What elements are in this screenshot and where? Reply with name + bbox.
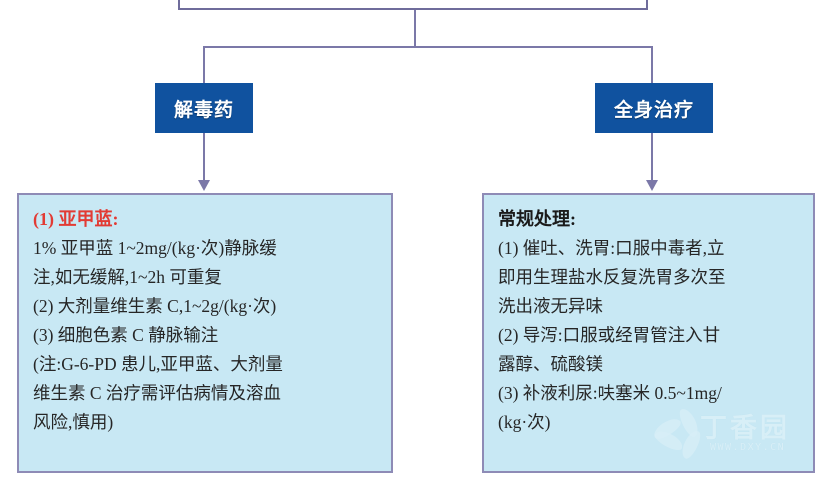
branch-node-systemic-label: 全身治疗 <box>613 98 694 121</box>
connector-arrow-left-shaft <box>203 133 205 182</box>
panel-antidote-line-2: 注,如无缓解,1~2h 可重复 <box>33 267 222 287</box>
panel-systemic-line-6: (3) 补液利尿:呋塞米 0.5~1mg/ <box>498 383 722 403</box>
panel-systemic-line-5: 露醇、硫酸镁 <box>498 354 603 374</box>
connector-arrow-right-shaft <box>651 133 653 182</box>
panel-antidote-line-6: 维生素 C 治疗需评估病情及溶血 <box>33 383 281 403</box>
panel-antidote: (1) 亚甲蓝: 1% 亚甲蓝 1~2mg/(kg·次)静脉缓 注,如无缓解,1… <box>17 193 393 473</box>
panel-systemic-line-2: 即用生理盐水反复洗胃多次至 <box>498 267 726 287</box>
parent-node-box <box>178 0 648 10</box>
panel-systemic-line-1: (1) 催吐、洗胃:口服中毒者,立 <box>498 238 725 258</box>
panel-systemic: 常规处理: (1) 催吐、洗胃:口服中毒者,立 即用生理盐水反复洗胃多次至 洗出… <box>482 193 815 473</box>
panel-antidote-line-5: (注:G-6-PD 患儿,亚甲蓝、大剂量 <box>33 354 283 374</box>
connector-drop-left <box>203 46 205 84</box>
panel-systemic-line-4: (2) 导泻:口服或经胃管注入甘 <box>498 325 721 345</box>
connector-parent-stem <box>414 10 416 47</box>
panel-systemic-line-3: 洗出液无异味 <box>498 296 603 316</box>
arrow-head-right-icon <box>646 180 658 191</box>
panel-antidote-line-4: (3) 细胞色素 C 静脉输注 <box>33 325 219 345</box>
connector-horizontal-bar <box>203 46 653 48</box>
panel-antidote-line-1: 1% 亚甲蓝 1~2mg/(kg·次)静脉缓 <box>33 238 277 258</box>
panel-systemic-line-7: (kg·次) <box>498 412 551 432</box>
panel-antidote-line-3: (2) 大剂量维生素 C,1~2g/(kg·次) <box>33 296 277 316</box>
branch-node-systemic[interactable]: 全身治疗 <box>595 83 713 133</box>
branch-node-antidote[interactable]: 解毒药 <box>155 83 253 133</box>
panel-antidote-heading: (1) 亚甲蓝: <box>33 209 119 229</box>
arrow-head-left-icon <box>198 180 210 191</box>
branch-node-antidote-label: 解毒药 <box>173 98 234 121</box>
panel-antidote-line-7: 风险,慎用) <box>33 412 114 432</box>
connector-drop-right <box>651 46 653 84</box>
panel-systemic-heading: 常规处理: <box>498 209 576 229</box>
